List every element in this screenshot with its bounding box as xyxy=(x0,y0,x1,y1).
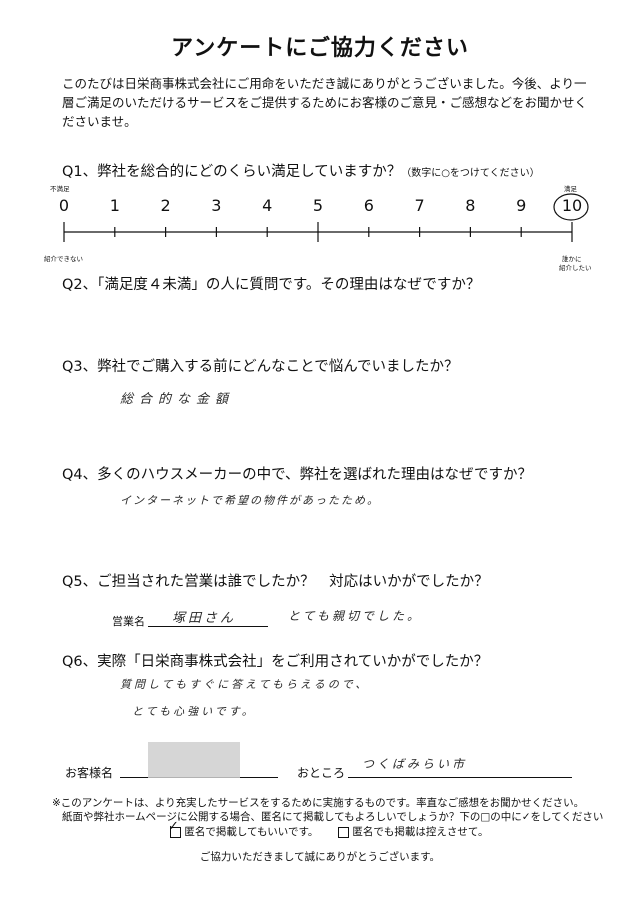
q1-scale-number-1[interactable]: 1 xyxy=(109,196,120,215)
q1-note: （数字に○をつけてください） xyxy=(401,168,540,179)
q1-label-right-top: 満足 xyxy=(564,185,577,193)
customer-name-redacted xyxy=(148,742,240,778)
q1-selected-circle xyxy=(553,193,589,221)
q1-label-right-bottom-2: 紹介したい xyxy=(559,264,592,272)
q5-staff-label: 営業名 xyxy=(112,615,145,628)
q1-scale-number-0[interactable]: 0 xyxy=(58,196,70,215)
q4-text: Q4、多くのハウスメーカーの中で、弊社を選ばれた理由はなぜですか？ xyxy=(62,467,532,483)
q1-scale-number-6[interactable]: 6 xyxy=(363,196,374,215)
q1-scale-numbers: 0 1 2 3 4 5 6 7 8 9 10 xyxy=(0,196,640,220)
footer-option2[interactable]: 匿名でも掲載は控えさせて。 xyxy=(338,824,489,839)
q5-staff-underline xyxy=(148,626,268,627)
customer-address-label: おところ xyxy=(297,766,346,780)
q1-scale-number-5[interactable]: 5 xyxy=(312,196,324,215)
intro-text: このたびは日栄商事株式会社にご用命をいただき誠にありがとうございました。今後、よ… xyxy=(62,76,588,129)
footer-thanks: ご協力いただきまして誠にありがとうございます。 xyxy=(199,851,441,863)
q1-scale-number-9[interactable]: 9 xyxy=(516,196,527,215)
q4-answer: インターネットで希望の物件があったため。 xyxy=(120,494,380,507)
q5-staff-name: 塚田さん xyxy=(172,611,237,626)
q2-text: Q2、「満足度４未満」の人に質問です。その理由はなぜですか？ xyxy=(62,277,481,293)
q6-answer-line2: とても心強いです。 xyxy=(132,705,256,718)
option2-label: 匿名でも掲載は控えさせて。 xyxy=(352,826,489,838)
q3-text: Q3、弊社でご購入する前にどんなことで悩んでいましたか？ xyxy=(62,359,459,375)
q3-answer: 総合的な金額 xyxy=(120,392,235,407)
q1-scale-line xyxy=(63,222,573,242)
customer-address-underline xyxy=(348,777,572,778)
option1-label: 匿名で掲載してもいいです。 xyxy=(184,826,319,838)
footer-line2: 紙面や弊社ホームページに公開する場合、匿名にて掲載してもよろしいでしょうか？下の… xyxy=(62,811,604,823)
q1-scale-number-8[interactable]: 8 xyxy=(465,196,476,215)
option1-checkmark: ✓ xyxy=(168,819,179,834)
q6-answer-line1: 質問してもすぐに答えてもらえるので、 xyxy=(120,678,370,691)
customer-address-value: つくばみらい市 xyxy=(362,757,468,771)
q1-scale-number-10[interactable]: 10 xyxy=(561,196,583,215)
q1-scale-ticks xyxy=(63,222,573,242)
footer-line1: ※このアンケートは、より充実したサービスをするために実施するものです。率直なご感… xyxy=(52,797,585,809)
q1-label-left-top: 不満足 xyxy=(50,185,70,193)
q6-text: Q6、実際「日栄商事株式会社」をご利用されていかがでしたか？ xyxy=(62,654,489,670)
option2-checkbox[interactable] xyxy=(338,826,349,838)
q1-label-right-bottom-1: 誰かに xyxy=(562,255,582,263)
q5-answer: とても親切でした。 xyxy=(288,609,423,623)
q1-question: Q1、弊社を総合的にどのくらい満足していますか？（数字に○をつけてください） xyxy=(62,160,540,181)
q1-text: Q1、弊社を総合的にどのくらい満足していますか？ xyxy=(62,164,402,180)
q1-scale-number-7[interactable]: 7 xyxy=(414,196,425,215)
q1-scale-number-4[interactable]: 4 xyxy=(262,196,273,215)
page-title: アンケートにご協力ください xyxy=(171,36,469,61)
q1-label-left-bottom: 紹介できない xyxy=(44,255,83,263)
q1-scale-number-3[interactable]: 3 xyxy=(211,196,222,215)
q5-text: Q5、ご担当された営業は誰でしたか？ 対応はいかがでしたか？ xyxy=(62,574,489,590)
q1-scale-number-2[interactable]: 2 xyxy=(160,196,171,215)
customer-name-label: お客様名 xyxy=(65,766,114,780)
footer-option1[interactable]: ✓ 匿名で掲載してもいいです。 xyxy=(168,819,319,839)
